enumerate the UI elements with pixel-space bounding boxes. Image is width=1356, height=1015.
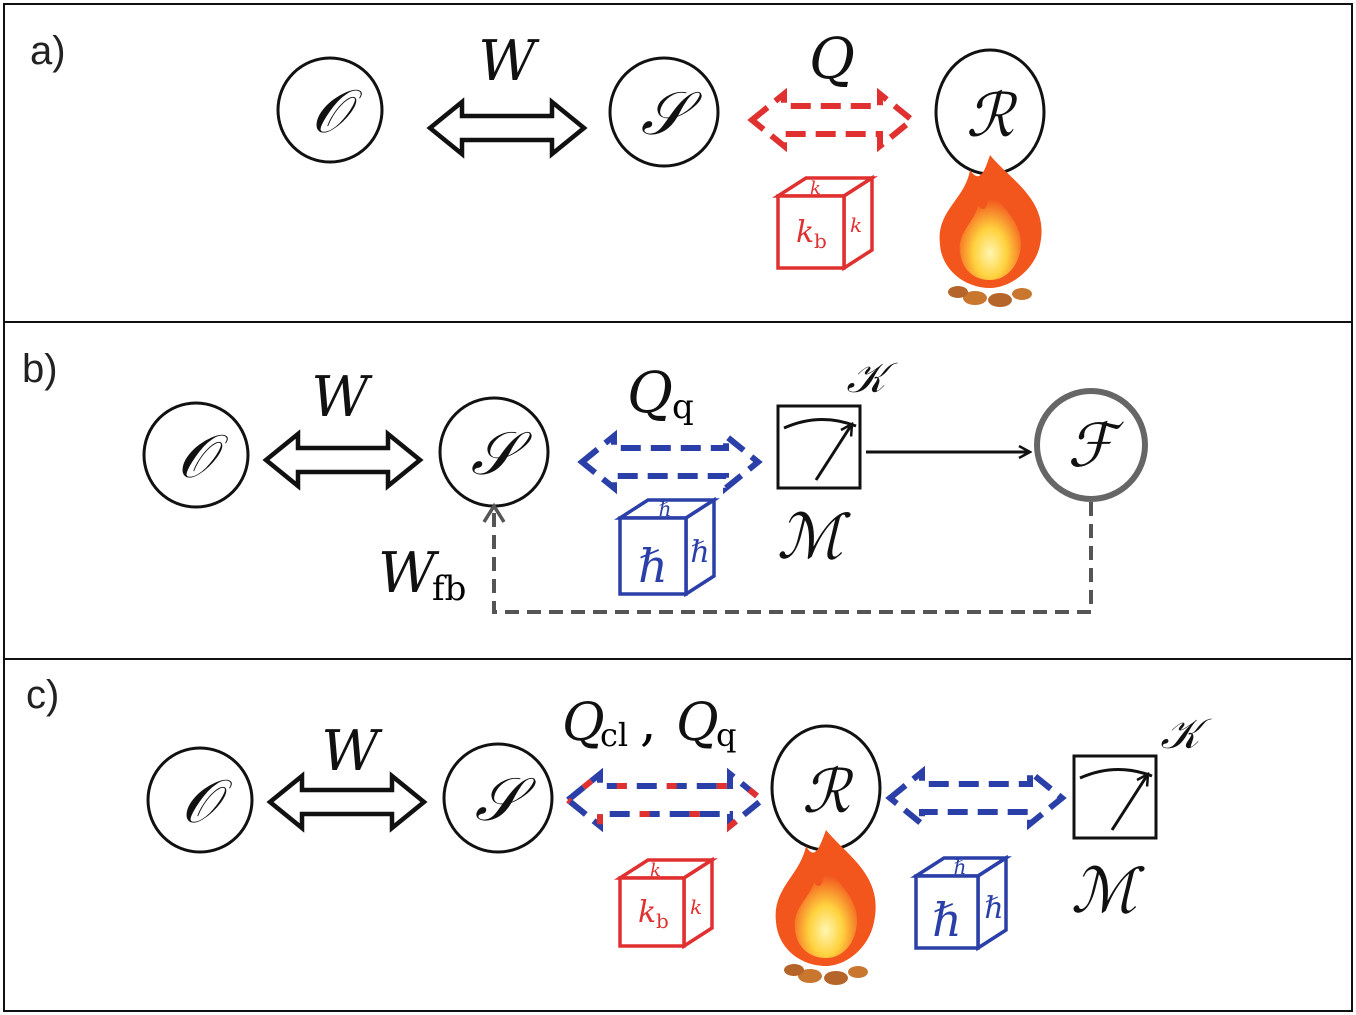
heat-label: Q	[809, 27, 855, 92]
heat-label-sub: q	[672, 387, 694, 427]
kb-front: k	[796, 215, 814, 250]
observer-node	[146, 746, 254, 854]
work-label: W	[321, 719, 383, 784]
work-double-arrow-icon	[426, 97, 588, 159]
meter-icon	[1072, 754, 1158, 840]
heat-dashed-double-arrow-icon	[577, 429, 763, 495]
feedback-node	[1034, 388, 1148, 502]
kb-side: k	[690, 895, 702, 919]
work-double-arrow-icon	[262, 429, 424, 491]
kb-front: k	[638, 895, 656, 930]
reservoir-symbol: ℛ	[966, 81, 1018, 151]
heat-dashed-double-arrow-icon	[747, 87, 917, 153]
panel-a: a) 𝒪 W 𝒮 Q k b k k ℛ	[30, 27, 1046, 307]
quantum-dashed-double-arrow-icon	[885, 765, 1067, 831]
work-label: W	[311, 365, 373, 430]
kappa-label: 𝒦	[846, 353, 898, 402]
fire-icon	[939, 155, 1042, 307]
heat-label: Q	[627, 361, 673, 426]
kb-cube-icon	[772, 174, 878, 272]
hbar-front: ℏ	[638, 539, 668, 593]
mixed-dashed-double-arrow-icon	[563, 767, 767, 833]
hbar-cube-icon	[614, 496, 720, 598]
panel-b-label: b)	[22, 347, 58, 391]
system-node	[608, 56, 720, 168]
hbar-top: ℏ	[659, 497, 672, 521]
meter-label: ℳ	[777, 500, 851, 573]
kb-top: k	[810, 178, 821, 199]
heat-q-label: Q	[676, 693, 719, 753]
observer-node	[142, 401, 250, 509]
system-node	[442, 742, 554, 854]
feedback-arrowhead-icon	[482, 502, 506, 523]
panel-c-frame	[3, 658, 1353, 1012]
hbar-top: ℏ	[954, 855, 967, 879]
reservoir-symbol: ℛ	[802, 757, 854, 827]
kb-cube-icon	[614, 856, 718, 950]
work-label: W	[478, 29, 540, 94]
heat-q-sub: q	[716, 716, 736, 754]
kb-side: k	[850, 213, 862, 237]
hbar-cube-icon	[910, 854, 1012, 952]
meter-label: ℳ	[1071, 854, 1145, 927]
feedback-work-label: W	[378, 541, 440, 606]
heat-cl-sub: cl	[600, 716, 628, 754]
hbar-side: ℏ	[690, 535, 709, 570]
work-double-arrow-icon	[266, 771, 428, 833]
kappa-label: 𝒦	[1160, 709, 1212, 758]
panel-a-label: a)	[30, 29, 66, 73]
kb-front-sub: b	[814, 229, 827, 253]
fire-icon	[775, 830, 876, 985]
kb-front-sub: b	[656, 909, 669, 933]
heat-comma: ,	[640, 693, 657, 753]
feedback-work-sub: fb	[432, 569, 466, 609]
heat-cl-label: Q	[562, 693, 605, 753]
panel-b: b) 𝒪 W 𝒮 Q q ℏ ℏ ℏ 𝒦 ℳ ℱ	[22, 347, 1148, 614]
feedback-loop-arrow	[492, 502, 1093, 614]
kb-top: k	[650, 860, 661, 881]
hbar-front: ℏ	[932, 893, 962, 947]
hbar-side: ℏ	[984, 891, 1003, 926]
observer-node	[276, 56, 384, 164]
panel-c-label: c)	[26, 673, 59, 717]
meter-icon	[776, 404, 862, 490]
panel-c: c) 𝒪 W 𝒮 Q cl , Q q k b k k ℛ	[26, 673, 1212, 985]
